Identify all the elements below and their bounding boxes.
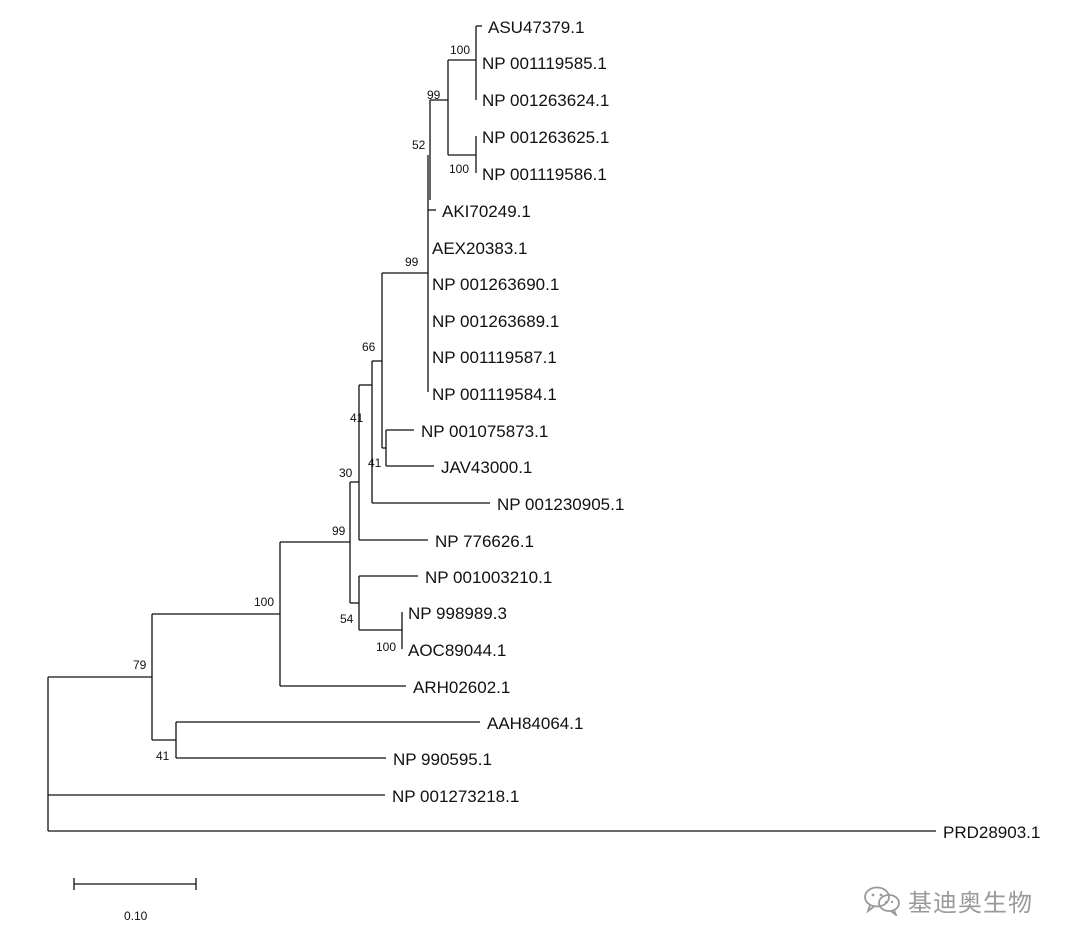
- bootstrap-value: 99: [332, 524, 346, 538]
- leaf-label-ARH02602: ARH02602.1: [413, 678, 510, 697]
- leaf-label-NP001273218: NP 001273218.1: [392, 787, 519, 806]
- leaf-labels: ASU47379.1 NP 001119585.1 NP 001263624.1…: [392, 18, 1040, 842]
- bootstrap-values: 100 99 100 52 99 66 41 41 30 99 100 54 1…: [133, 43, 470, 763]
- bootstrap-value: 41: [368, 456, 382, 470]
- leaf-label-NP001230905: NP 001230905.1: [497, 495, 624, 514]
- bootstrap-value: 79: [133, 658, 147, 672]
- leaf-label-NP001003210: NP 001003210.1: [425, 568, 552, 587]
- leaf-label-NP001263689: NP 001263689.1: [432, 312, 559, 331]
- leaf-label-AAH84064: AAH84064.1: [487, 714, 583, 733]
- leaf-label-NP001263625: NP 001263625.1: [482, 128, 609, 147]
- bootstrap-value: 100: [254, 595, 274, 609]
- scale-bar-line: [73, 878, 197, 890]
- leaf-label-NP990595: NP 990595.1: [393, 750, 492, 769]
- leaf-label-AKI70249: AKI70249.1: [442, 202, 531, 221]
- bootstrap-value: 41: [350, 411, 364, 425]
- bootstrap-value: 66: [362, 340, 376, 354]
- leaf-label-JAV43000: JAV43000.1: [441, 458, 532, 477]
- scale-bar-label: 0.10: [124, 909, 148, 923]
- leaf-label-NP998989: NP 998989.3: [408, 604, 507, 623]
- leaf-label-NP001119586: NP 001119586.1: [482, 165, 607, 184]
- bootstrap-value: 99: [427, 88, 441, 102]
- leaf-label-AOC89044: AOC89044.1: [408, 641, 506, 660]
- bootstrap-value: 100: [449, 162, 469, 176]
- watermark-text: 基迪奥生物: [908, 888, 1033, 917]
- leaf-label-NP001263690: NP 001263690.1: [432, 275, 559, 294]
- branches: [47, 25, 936, 832]
- leaf-label-NP776626: NP 776626.1: [435, 532, 534, 551]
- leaf-label-NP001075873: NP 001075873.1: [421, 422, 548, 441]
- bootstrap-value: 100: [376, 640, 396, 654]
- leaf-label-NP001119587: NP 001119587.1: [432, 348, 557, 367]
- wechat-icon: [864, 886, 900, 916]
- bootstrap-value: 54: [340, 612, 354, 626]
- bootstrap-value: 30: [339, 466, 353, 480]
- bootstrap-value: 100: [450, 43, 470, 57]
- leaf-label-ASU47379: ASU47379.1: [488, 18, 584, 37]
- leaf-label-NP001119585: NP 001119585.1: [482, 54, 607, 73]
- bootstrap-value: 41: [156, 749, 170, 763]
- bootstrap-value: 52: [412, 138, 426, 152]
- bootstrap-value: 99: [405, 255, 419, 269]
- leaf-label-NP001119584: NP 001119584.1: [432, 385, 557, 404]
- scale-bar: 0.10: [73, 878, 197, 923]
- leaf-label-PRD28903: PRD28903.1: [943, 823, 1040, 842]
- leaf-label-NP001263624: NP 001263624.1: [482, 91, 609, 110]
- leaf-label-AEX20383: AEX20383.1: [432, 239, 527, 258]
- watermark: 基迪奥生物: [862, 880, 1062, 920]
